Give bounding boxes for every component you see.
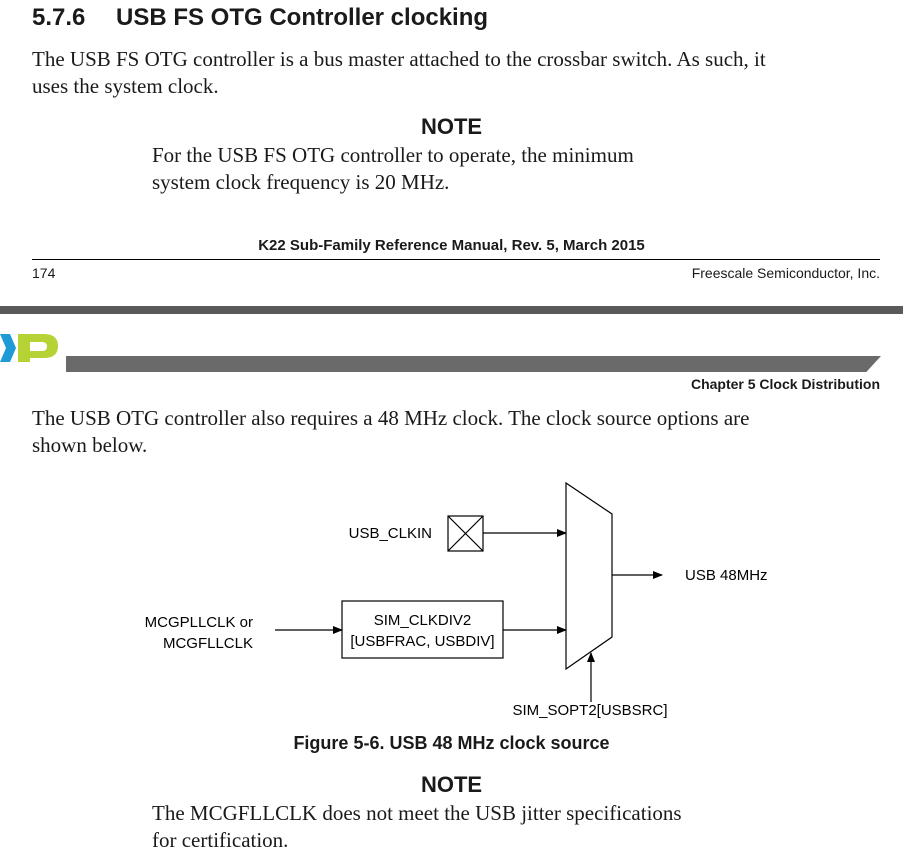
note-body: The MCGFLLCLK does not meet the USB jitt… (152, 800, 682, 854)
select-label: SIM_SOPT2[USBSRC] (512, 702, 667, 719)
chapter-title: Chapter 5 Clock Distribution (690, 376, 880, 392)
paragraph-line: The USB FS OTG controller is a bus maste… (32, 47, 766, 71)
section-title: USB FS OTG Controller clocking (116, 4, 489, 31)
mcgfll-label: MCGFLLCLK (163, 635, 253, 652)
note-body: For the USB FS OTG controller to operate… (152, 142, 634, 196)
divider-label-1: SIM_CLKDIV2 (374, 612, 472, 629)
footer-manual-title: K22 Sub-Family Reference Manual, Rev. 5,… (258, 237, 645, 254)
note-line: for certification. (152, 828, 289, 852)
paragraph-line: uses the system clock. (32, 74, 219, 98)
chapter-header-bar (66, 356, 881, 372)
publisher-name: Freescale Semiconductor, Inc. (691, 265, 880, 281)
note-heading: NOTE (420, 772, 483, 797)
note-line: system clock frequency is 20 MHz. (152, 170, 450, 194)
figure-caption: Figure 5-6. USB 48 MHz clock source (293, 733, 610, 753)
nxp-logo-icon (0, 334, 58, 362)
section-number: 5.7.6 (32, 4, 86, 31)
note-line: For the USB FS OTG controller to operate… (152, 143, 634, 167)
paragraph-line: shown below. (32, 433, 148, 457)
usb-clock-diagram: USB_CLKIN MCGPLLCLK or MCGFLLCLK SIM_CLK… (145, 481, 768, 719)
note-line: The MCGFLLCLK does not meet the USB jitt… (152, 801, 682, 825)
paragraph-line: The USB OTG controller also requires a 4… (32, 406, 750, 430)
clock-paragraph: The USB OTG controller also requires a 4… (32, 405, 750, 459)
page-number: 174 (32, 265, 56, 281)
page-separator (0, 306, 903, 314)
intro-paragraph: The USB FS OTG controller is a bus maste… (32, 46, 766, 100)
usb-clkin-label: USB_CLKIN (349, 525, 432, 542)
mcgpll-label: MCGPLLCLK or (145, 614, 253, 631)
output-label: USB 48MHz (685, 567, 768, 584)
note-heading: NOTE (420, 114, 483, 139)
divider-label-2: [USBFRAC, USBDIV] (350, 633, 494, 650)
section-heading: 5.7.6 USB FS OTG Controller clocking (32, 4, 488, 32)
mux-shape (565, 481, 613, 671)
footer-divider (32, 259, 880, 260)
